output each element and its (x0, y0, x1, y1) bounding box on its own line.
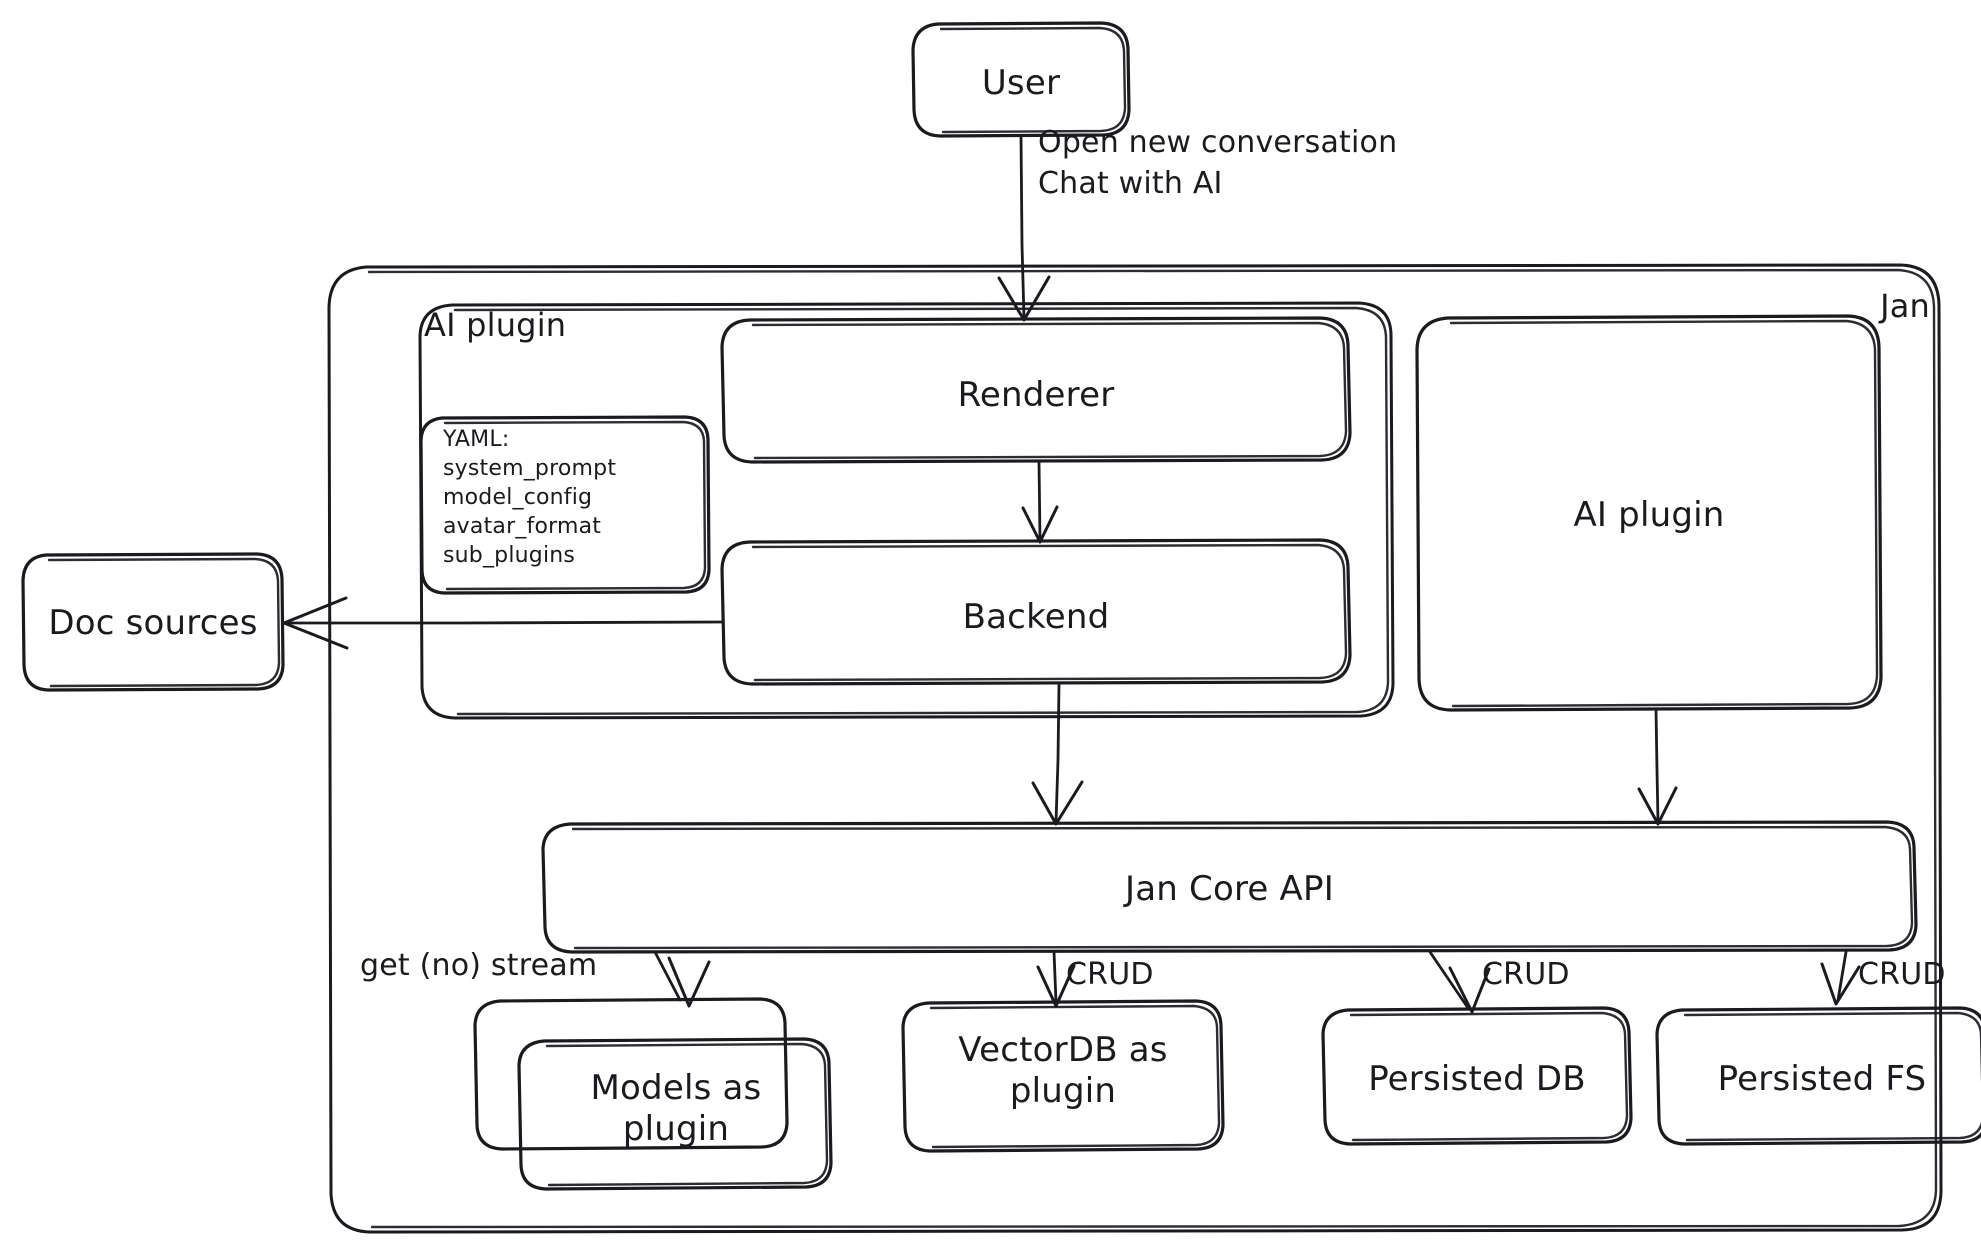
ai-plugin-group-shape (418, 301, 1395, 720)
jan-container-label: Jan (1880, 287, 1930, 325)
user-label: User (981, 63, 1061, 103)
edge-backend-to-jan-core-api (1031, 682, 1084, 826)
edge-renderer-to-backend (1021, 460, 1059, 544)
ai-plugin-group-label: AI plugin (424, 306, 567, 344)
edge-core-to-persisted-db (1428, 950, 1491, 1014)
doc-sources-box-shape (21, 552, 285, 692)
renderer-label: Renderer (957, 375, 1115, 415)
edge-core-to-persisted-fs (1820, 950, 1861, 1006)
yaml-config-text: YAML: system_prompt model_config avatar_… (443, 427, 617, 569)
vectordb-as-plugin-label: VectorDB as plugin (958, 1030, 1168, 1112)
jan-core-api-box-shape (541, 820, 1918, 954)
ai-plugin-right-box-shape (1415, 314, 1883, 712)
models-as-plugin-box-shape (473, 997, 833, 1191)
edge-user-to-renderer (997, 134, 1051, 322)
edge-core-to-vectordb (1036, 950, 1076, 1008)
edge-label-crud-persisted-fs: CRUD (1858, 957, 1946, 992)
jan-container-shape (327, 263, 1943, 1234)
edge-label-get-no-stream: get (no) stream (360, 948, 598, 983)
doc-sources-label: Doc sources (48, 603, 258, 643)
edge-label-open-new-conversation: Open new conversation Chat with AI (1038, 125, 1398, 201)
persisted-fs-box-shape (1655, 1006, 1981, 1146)
yaml-box-shape (419, 415, 711, 595)
backend-label: Backend (962, 597, 1110, 637)
vectordb-as-plugin-box-shape (901, 999, 1225, 1153)
user-box-shape (911, 21, 1131, 138)
edge-ai-plugin-to-jan-core-api (1637, 708, 1678, 826)
backend-box-shape (720, 538, 1352, 686)
persisted-fs-label: Persisted FS (1717, 1059, 1927, 1099)
edge-backend-to-doc-sources (282, 596, 724, 650)
edge-label-crud-vectordb: CRUD (1066, 957, 1154, 992)
renderer-box-shape (720, 316, 1352, 464)
ai-plugin-right-label: AI plugin (1573, 495, 1725, 535)
edge-label-crud-persisted-db: CRUD (1482, 957, 1570, 992)
edge-core-to-models (653, 950, 711, 1008)
models-as-plugin-label: Models as plugin (590, 1068, 762, 1150)
jan-core-api-label: Jan Core API (1125, 869, 1334, 909)
persisted-db-label: Persisted DB (1368, 1059, 1586, 1099)
persisted-db-box-shape (1321, 1006, 1633, 1146)
